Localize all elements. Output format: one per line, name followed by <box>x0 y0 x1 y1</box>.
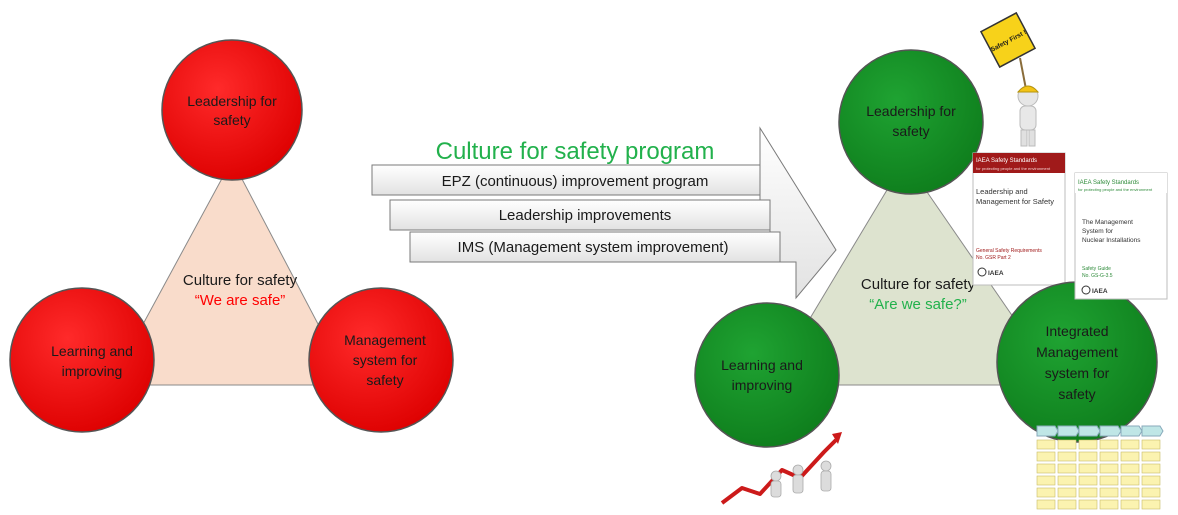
matrix-cell <box>1099 463 1119 474</box>
right-management-label-line3: system for <box>1045 365 1110 381</box>
book1-logo: IAEA <box>988 270 1004 277</box>
safety-first-figure-icon: Safety First ! <box>979 11 1040 147</box>
book2-subtitle: Safety Guide <box>1082 266 1111 272</box>
matrix-cell <box>1099 487 1119 498</box>
matrix-cell <box>1057 451 1077 462</box>
book1-number: No. GSR Part 2 <box>976 255 1011 261</box>
book1-title-line1: Leadership and <box>976 187 1028 196</box>
right-safety-culture-model: Leadership for safety Learning and impro… <box>694 11 1168 510</box>
left-management-label-line3: safety <box>366 372 403 388</box>
book1-subtitle: General Safety Requirements <box>976 248 1042 254</box>
left-culture-triangle <box>109 158 351 386</box>
matrix-cell <box>1141 463 1161 474</box>
book2-series: IAEA Safety Standards <box>1078 180 1139 186</box>
left-leadership-circle <box>161 39 303 181</box>
matrix-header-cell <box>1078 425 1101 437</box>
growth-chart-figures-icon <box>720 432 842 505</box>
right-leadership-circle <box>838 49 984 195</box>
right-management-label-line1: Integrated <box>1045 323 1108 339</box>
book1-series: IAEA Safety Standards <box>976 158 1037 164</box>
matrix-cell <box>1036 499 1056 510</box>
matrix-cell <box>1036 463 1056 474</box>
left-learning-circle <box>9 287 155 433</box>
matrix-cell <box>1078 475 1098 486</box>
culture-program-arrows: Culture for safety program EPZ (continuo… <box>371 126 837 300</box>
right-management-circle <box>996 281 1158 443</box>
matrix-cell <box>1036 451 1056 462</box>
matrix-cell <box>1120 487 1140 498</box>
matrix-cell <box>1057 499 1077 510</box>
book1-logo-icon <box>977 267 987 277</box>
right-management-label-line2: Management <box>1036 344 1118 360</box>
right-center-quote: “Are we safe?” <box>869 296 967 313</box>
matrix-cell <box>1099 499 1119 510</box>
left-safety-culture-model: Leadership for safety Learning and impro… <box>9 39 454 433</box>
left-learning-label-line1: Learning and <box>51 343 133 359</box>
program-title: Culture for safety program <box>436 138 715 165</box>
matrix-cell <box>1078 499 1098 510</box>
matrix-header-cell <box>1099 425 1122 437</box>
left-center-quote: “We are safe” <box>195 292 286 309</box>
book2-logo: IAEA <box>1092 288 1108 295</box>
right-learning-label-line1: Learning and <box>721 357 803 373</box>
matrix-cell <box>1036 439 1056 450</box>
left-management-label-line1: Management <box>344 332 426 348</box>
matrix-cell <box>1057 487 1077 498</box>
matrix-cell <box>1120 451 1140 462</box>
right-center-title: Culture for safety <box>861 276 976 293</box>
iaea-gsr-part2-book-cover: IAEA Safety Standards for protecting peo… <box>972 152 1066 286</box>
matrix-cell <box>1120 439 1140 450</box>
matrix-cell <box>1099 475 1119 486</box>
matrix-cell <box>1036 487 1056 498</box>
program-arrow-head <box>759 126 837 300</box>
matrix-cell <box>1099 439 1119 450</box>
left-center-title: Culture for safety <box>183 272 298 289</box>
book2-logo-icon <box>1081 285 1091 295</box>
matrix-cell <box>1078 439 1098 450</box>
matrix-cell <box>1141 499 1161 510</box>
left-management-circle <box>308 287 454 433</box>
book1-title-line2: Management for Safety <box>976 197 1054 206</box>
matrix-cell <box>1099 451 1119 462</box>
matrix-cell <box>1120 463 1140 474</box>
book2-tagline: for protecting people and the environmen… <box>1078 187 1153 192</box>
matrix-cell <box>1141 439 1161 450</box>
matrix-cell <box>1120 475 1140 486</box>
book2-number: No. GS-G-3.5 <box>1082 273 1113 279</box>
matrix-cell <box>1078 463 1098 474</box>
matrix-cell <box>1141 487 1161 498</box>
process-matrix-icon <box>1036 425 1164 510</box>
left-leadership-label-line2: safety <box>213 112 250 128</box>
matrix-cell <box>1057 439 1077 450</box>
matrix-cell <box>1141 475 1161 486</box>
iaea-gs-g-3-5-book-cover: IAEA Safety Standards for protecting peo… <box>1074 172 1168 300</box>
left-leadership-label-line1: Leadership for <box>187 93 277 109</box>
program-item-1: EPZ (continuous) improvement program <box>442 173 709 190</box>
left-learning-label-line2: improving <box>62 363 123 379</box>
right-leadership-label-line2: safety <box>892 123 929 139</box>
matrix-cell <box>1078 487 1098 498</box>
matrix-cell <box>1036 475 1056 486</box>
left-management-label-line2: system for <box>353 352 418 368</box>
matrix-cell <box>1057 463 1077 474</box>
matrix-cell <box>1078 451 1098 462</box>
right-leadership-label-line1: Leadership for <box>866 103 956 119</box>
right-management-label-line4: safety <box>1058 386 1095 402</box>
book2-title-line2: System for <box>1082 228 1114 235</box>
right-learning-circle <box>694 302 840 448</box>
matrix-cell <box>1120 499 1140 510</box>
matrix-header-cell <box>1036 425 1059 437</box>
matrix-header-cell <box>1057 425 1080 437</box>
matrix-cell <box>1057 475 1077 486</box>
matrix-header-cell <box>1141 425 1164 437</box>
book1-tagline: for protecting people and the environmen… <box>976 166 1051 171</box>
right-learning-label-line2: improving <box>732 377 793 393</box>
matrix-cell <box>1141 451 1161 462</box>
program-item-2: Leadership improvements <box>499 207 672 224</box>
book2-title-line3: Nuclear Installations <box>1082 237 1141 244</box>
book2-title-line1: The Management <box>1082 219 1133 226</box>
program-item-3: IMS (Management system improvement) <box>458 239 729 256</box>
matrix-header-cell <box>1120 425 1143 437</box>
